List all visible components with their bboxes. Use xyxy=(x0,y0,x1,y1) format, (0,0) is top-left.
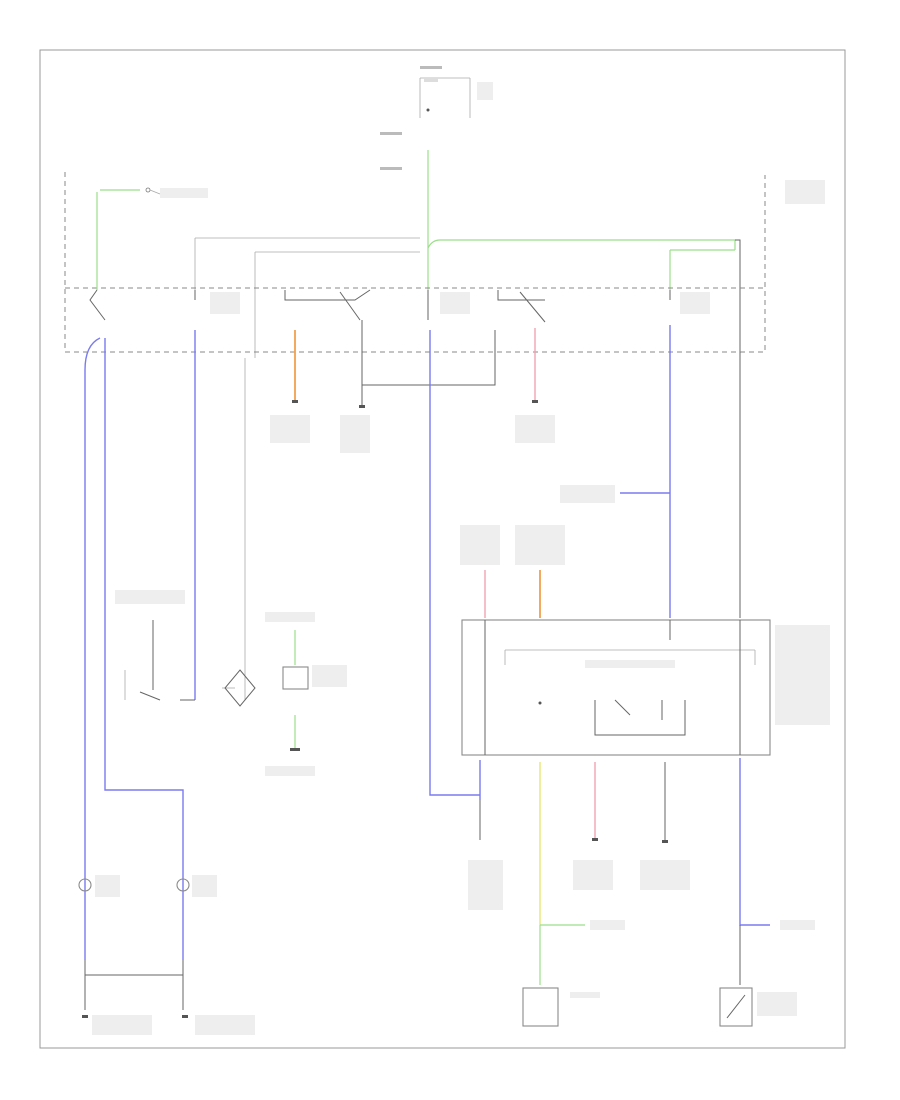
right-blue-lower xyxy=(739,758,770,926)
lower-grounds xyxy=(82,838,668,1018)
switch-assembly xyxy=(124,620,256,707)
fuse-box-top xyxy=(419,77,471,118)
left-connector xyxy=(96,187,161,290)
left-blue-wire xyxy=(84,337,101,960)
relay-box xyxy=(64,172,766,353)
relay-contacts xyxy=(89,289,671,323)
heater-element xyxy=(282,630,309,751)
control-unit xyxy=(461,619,771,756)
sensor-box xyxy=(719,987,753,1027)
center-blue-wire xyxy=(429,330,480,796)
bottom-left-lamps xyxy=(78,878,190,1010)
generator-box xyxy=(522,987,559,1027)
upper-grounds xyxy=(292,400,538,408)
tiny-labels xyxy=(92,66,830,1035)
diagram-frame xyxy=(39,49,846,1049)
